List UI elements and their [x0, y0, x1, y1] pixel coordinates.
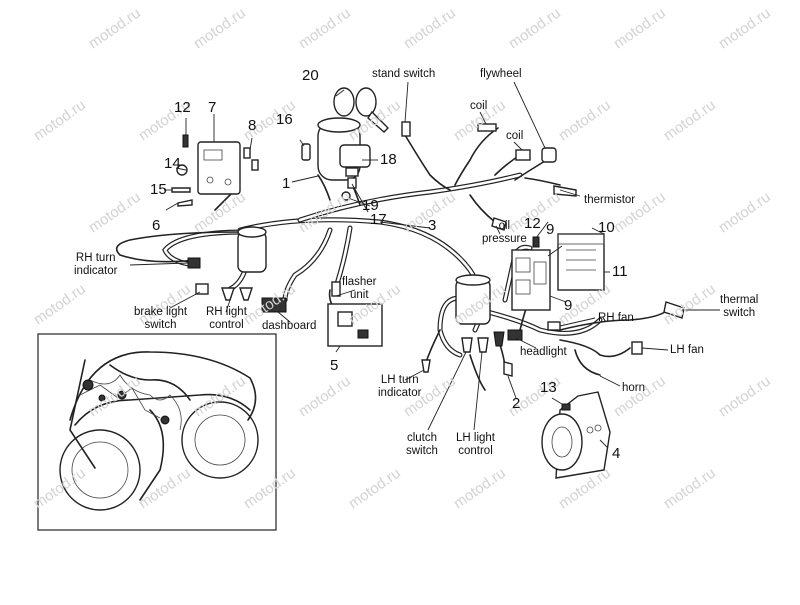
- label-stand-switch: stand switch: [372, 68, 436, 80]
- callout-11: 11: [612, 263, 628, 280]
- callout-7: 7: [208, 99, 217, 116]
- leader-lines: [129, 81, 720, 449]
- label-oil-pressure: oil pressure: [482, 220, 527, 245]
- label-lh-fan: LH fan: [670, 344, 704, 356]
- callout-1: 1: [282, 175, 291, 192]
- label-horn: horn: [622, 382, 646, 394]
- callout-4: 4: [612, 445, 621, 462]
- callout-19: 19: [362, 197, 379, 214]
- callout-10: 10: [598, 219, 615, 236]
- parts: [171, 87, 685, 479]
- callout-15: 15: [150, 181, 167, 198]
- callout-20: 20: [302, 67, 319, 84]
- callout-16: 16: [276, 111, 293, 128]
- callout-12-left: 12: [174, 99, 191, 116]
- callout-3: 3: [428, 217, 437, 234]
- callout-2: 2: [512, 395, 521, 412]
- label-lh-turn-indicator: LH turn indicator: [378, 374, 422, 399]
- callout-6: 6: [152, 217, 161, 234]
- inset-motorcycle: [37, 333, 277, 531]
- label-headlight: headlight: [520, 346, 567, 358]
- label-thermistor: thermistor: [584, 194, 636, 206]
- callout-5: 5: [330, 357, 339, 374]
- label-flywheel: flywheel: [480, 68, 522, 80]
- callout-9-bottom: 9: [564, 297, 573, 314]
- label-thermal-switch: thermal switch: [720, 294, 759, 319]
- callout-13: 13: [540, 379, 557, 396]
- callout-12-right: 12: [524, 215, 541, 232]
- label-clutch-switch: clutch switch: [406, 432, 438, 457]
- callout-18: 18: [380, 151, 397, 168]
- callout-17: 17: [370, 211, 387, 228]
- wires: [115, 127, 666, 391]
- label-flasher-unit: flasher unit: [342, 276, 377, 301]
- label-brake-light-switch: brake light switch: [134, 306, 188, 331]
- label-rh-turn-indicator: RH turn indicator: [74, 252, 118, 277]
- label-rh-fan: RH fan: [598, 312, 634, 324]
- label-coil-upper: coil: [470, 100, 488, 112]
- label-rh-light-control: RH light control: [206, 306, 247, 331]
- callout-8: 8: [248, 117, 257, 134]
- label-coil-lower: coil: [506, 130, 524, 142]
- callout-14: 14: [164, 155, 181, 172]
- callout-9-top: 9: [546, 221, 555, 238]
- label-dashboard: dashboard: [262, 320, 317, 332]
- label-lh-light-control: LH light control: [456, 432, 495, 457]
